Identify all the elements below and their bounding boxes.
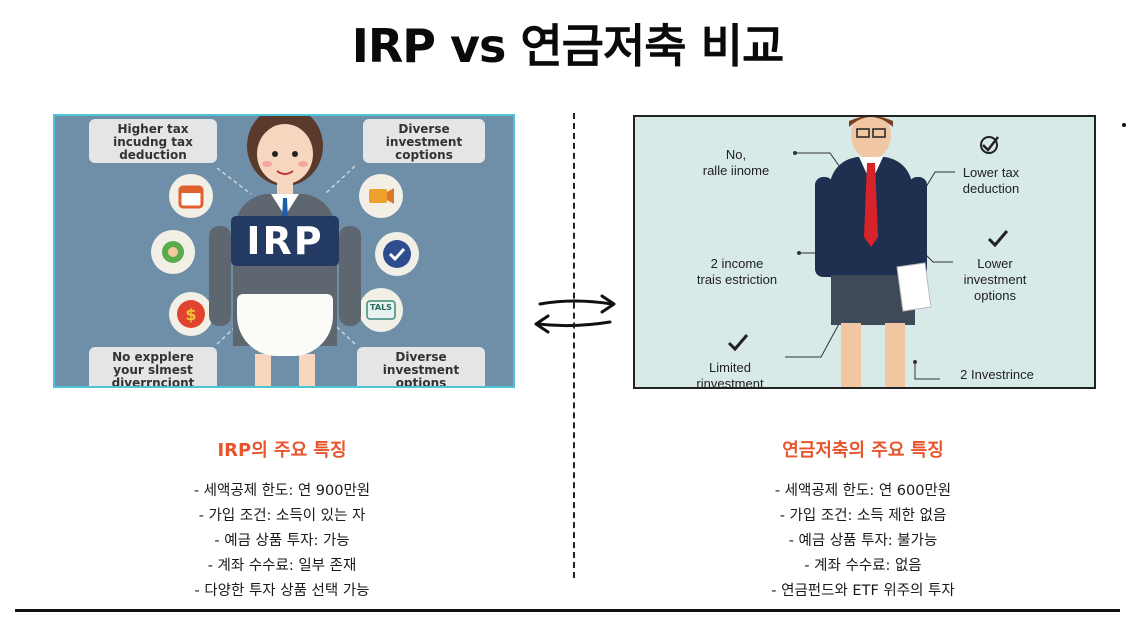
irp-heading: IRP의 주요 특징 — [217, 440, 347, 461]
annotation-1: No, ralle iinome — [702, 147, 770, 178]
guide-arrows — [216, 165, 356, 345]
irp-feature: - 가입 조건: 소득이 있는 자 — [198, 508, 366, 524]
page-title: IRP vs 연금저축 비교 — [351, 19, 785, 73]
pension-feature: - 세액공제 한도: 연 600만원 — [774, 483, 952, 499]
annotation-2: Lower tax deduction — [962, 165, 1020, 196]
irp-feature-list: - 세액공제 한도: 연 900만원 - 가입 조건: 소득이 있는 자 - 예… — [112, 479, 452, 604]
irp-illustration: Higher tax incudng tax deduction Diverse… — [53, 114, 515, 388]
hand-coin-icon — [151, 230, 195, 274]
svg-text:$: $ — [185, 305, 196, 324]
irp-feature: - 다양한 투자 상품 선택 가능 — [194, 583, 370, 599]
annotation-3: 2 income trais estriction — [696, 256, 778, 287]
bottom-rule — [15, 609, 1120, 612]
calendar-icon — [169, 174, 213, 218]
annotation-4: Lower investment options — [963, 256, 1027, 303]
man-figure — [727, 117, 1009, 387]
pension-illustration: No, ralle iinome Lower tax deduction 2 i… — [633, 115, 1096, 389]
annotation-5: Limited rinvestment — [696, 360, 764, 389]
irp-feature: - 세액공제 한도: 연 900만원 — [193, 483, 371, 499]
tals-label: TALS — [370, 303, 392, 312]
check-icon-1 — [980, 136, 999, 154]
pension-feature: - 가입 조건: 소득 제한 없음 — [779, 508, 947, 524]
tals-icon: TALS — [359, 288, 403, 332]
bubble-bottom-right: Diverse investment options — [357, 347, 485, 386]
bubble-top-left: Higher tax incudng tax deduction — [89, 119, 217, 163]
pension-feature: - 계좌 수수료: 없음 — [804, 558, 922, 574]
center-divider — [573, 113, 575, 578]
annotation-6: 2 Investrince — [960, 367, 1034, 382]
pension-heading: 연금저축의 주요 특징 — [782, 440, 944, 461]
irp-feature: - 예금 상품 투자: 가능 — [214, 533, 350, 549]
stray-dot — [1122, 123, 1126, 127]
bubble-bottom-left: No expplere your slmest diverrnciont — [89, 347, 217, 386]
pension-feature-list: - 세액공제 한도: 연 600만원 - 가입 조건: 소득 제한 없음 - 예… — [693, 479, 1033, 604]
dollar-icon: $ — [169, 292, 213, 336]
check-circle-icon — [375, 232, 419, 276]
irp-sign: IRP — [231, 216, 339, 266]
bubble-top-right: Diverse investment coptions — [363, 119, 485, 163]
irp-feature: - 계좌 수수료: 일부 존재 — [207, 558, 357, 574]
pension-feature: - 연금펀드와 ETF 위주의 투자 — [771, 583, 955, 599]
skirt — [237, 294, 333, 356]
pension-feature: - 예금 상품 투자: 불가능 — [788, 533, 938, 549]
camera-icon — [359, 174, 403, 218]
